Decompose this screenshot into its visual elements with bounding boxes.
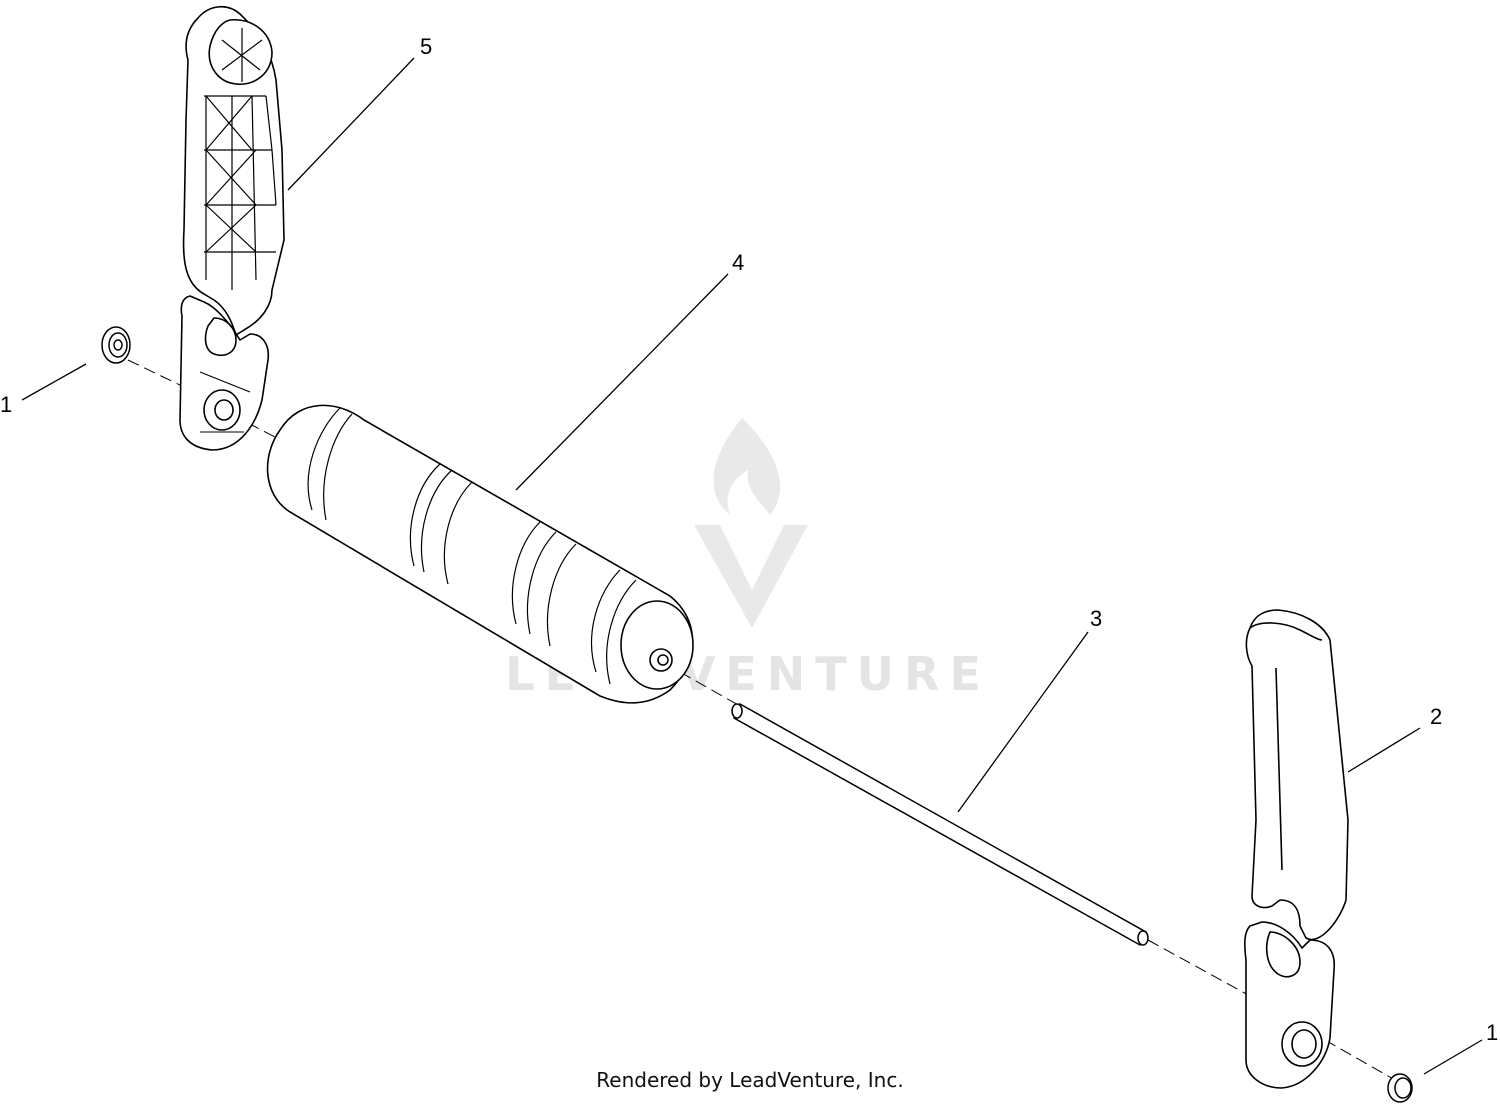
roller-part-4 <box>268 405 693 702</box>
leader-line-5 <box>287 57 415 191</box>
callout-labels: 1 1 2 3 4 5 <box>0 34 1498 1045</box>
callout-3: 3 <box>1090 606 1102 631</box>
shaft-pin-part-3 <box>732 704 1148 945</box>
callout-1-left: 1 <box>0 392 12 417</box>
leader-line-1-right <box>1423 1039 1483 1075</box>
watermark-flame-icon <box>694 418 808 628</box>
right-arm-part-2 <box>1245 610 1348 1088</box>
callout-1-right: 1 <box>1486 1020 1498 1045</box>
callout-4: 4 <box>732 250 744 275</box>
cap-washer-part-1-right <box>1388 1074 1412 1102</box>
leader-line-4 <box>515 273 729 491</box>
render-credit: Rendered by LeadVenture, Inc. <box>596 1068 904 1092</box>
leader-line-1-left <box>21 363 87 401</box>
leader-lines <box>21 57 1483 1075</box>
left-arm-part-5 <box>180 7 284 450</box>
callout-2: 2 <box>1430 704 1442 729</box>
leader-line-2 <box>1347 727 1421 773</box>
cap-washer-part-1-left <box>102 327 130 363</box>
leader-line-3 <box>957 631 1089 813</box>
callout-5: 5 <box>420 34 432 59</box>
